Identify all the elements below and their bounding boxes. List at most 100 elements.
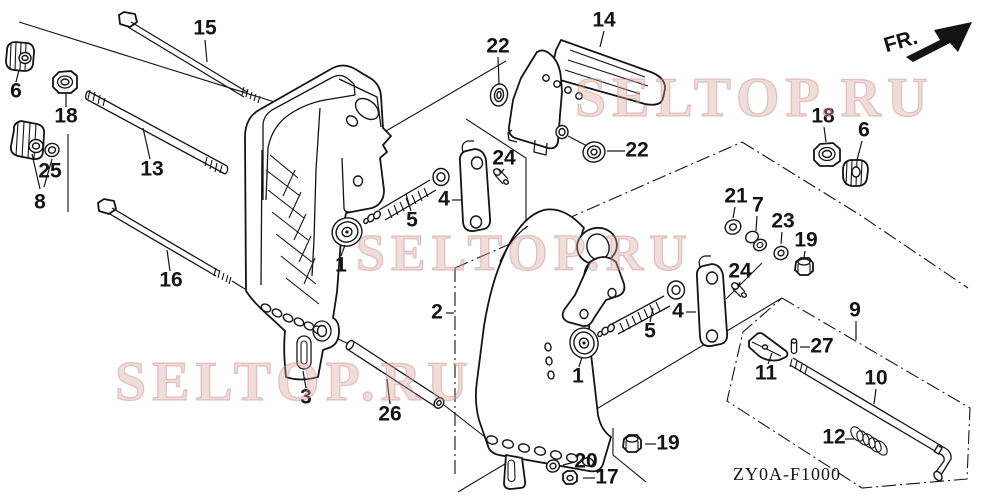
part-leader-21-20 [732,206,736,219]
pivot-tube-26 [345,339,445,409]
part-label-7-21: 7 [752,194,764,217]
nut-18-right [813,142,841,167]
part-label-23-22: 23 [771,210,794,233]
part-leader-7-21 [755,215,758,232]
bracket-arm [561,256,626,327]
part-leader-5-8 [405,193,412,212]
part-label-24-10: 24 [492,147,516,170]
pin-24-left [492,168,510,185]
part-leader-1-17 [578,356,583,368]
bracket-face-holes [544,342,555,380]
washer-25 [44,142,60,158]
spring-12 [850,426,888,456]
fasteners [5,11,952,485]
part-label-12-31: 12 [822,426,845,449]
mount-grommet-1-right [569,327,599,359]
part-label-9-27: 9 [849,299,861,322]
part-leader-6-0 [15,69,20,83]
part-label-6-0: 6 [10,80,22,103]
part-label-11-29: 11 [755,362,778,385]
diagram-code: ZY0A-F1000 [733,464,841,484]
tilt-rod-panel-boundary [726,297,971,489]
part-label-17-34: 17 [595,466,618,489]
part-label-1-7: 1 [335,254,347,277]
grommet-22-left [489,83,509,107]
part-leader-24-10 [500,168,505,174]
adjust-rod-5-left [363,167,450,225]
adjust-rod-5-right [597,280,686,338]
part-leader-10-30 [873,388,877,405]
anchor-bolt-holes [542,74,583,100]
washer-23 [773,245,789,261]
part-leader-22-11 [497,56,500,85]
part-label-22-11: 22 [486,35,509,58]
cap-nut-6-right [842,159,869,187]
part-leader-20-33 [562,461,576,466]
part-label-13-3: 13 [140,158,163,181]
bolt-16 [97,198,232,285]
part-label-5-18: 5 [644,320,656,343]
washer-21 [724,219,742,235]
wedge-11 [748,332,789,362]
swivel-anchor-block [507,39,666,156]
bracket-mount-hole [354,97,380,121]
part-label-15-2: 15 [193,17,217,40]
part-leader-19-23 [803,250,806,259]
nut-17 [562,470,578,485]
part-leader-5-18 [649,307,654,323]
spring-washer-7 [744,230,768,252]
mount-grommet-1-left [331,217,363,247]
part-label-14-12: 14 [592,9,616,32]
part-leader-6-26 [856,140,863,161]
link-arm-4-right [695,255,729,347]
part-label-27-28: 27 [810,335,833,358]
part-leader-3-15 [302,370,307,389]
part-label-18-1: 18 [54,105,78,128]
part-label-8-5: 8 [34,191,46,214]
part-label-25-4: 25 [38,160,62,183]
cap-nut-19-right [794,257,814,276]
part-label-3-15: 3 [300,386,312,409]
part-leader-1-7 [340,244,346,257]
part-label-4-19: 4 [672,300,684,323]
stud-13 [85,89,229,175]
bracket-foot-holes-right [485,435,595,467]
part-leader-23-22 [780,231,783,245]
stern-bracket-left [244,64,392,381]
part-leader-26-16 [386,378,391,405]
part-label-10-30: 10 [864,367,887,390]
part-label-20-33: 20 [574,450,597,473]
bushing-8 [9,120,46,161]
part-leader-14-12 [599,30,605,48]
part-label-6-26: 6 [858,119,870,142]
grommet-22-right [582,141,606,163]
part-leader-11-29 [767,352,773,365]
part-label-2-14: 2 [431,301,443,324]
part-label-24-24: 24 [728,260,752,283]
fr-direction-arrow [906,22,972,62]
part-leader-16-6 [166,249,171,272]
nut-18-left [52,70,78,94]
part-label-18-25: 18 [811,105,835,128]
part-leader-24-24 [738,281,741,287]
cap-nut-6-left [5,41,35,72]
washer-20 [545,459,561,473]
part-label-22-13: 22 [625,139,648,162]
part-label-5-8: 5 [406,209,418,232]
part-label-21-20: 21 [724,185,748,208]
tilt-rod-10 [789,357,952,482]
part-leader-8-5 [31,153,41,190]
part-leader-13-3 [142,127,151,160]
pin-24-right [730,282,748,298]
part-label-19-23: 19 [794,229,817,252]
part-label-4-9: 4 [438,188,450,211]
part-leader-25-4 [43,158,53,188]
part-label-1-17: 1 [572,365,584,388]
part-leader-15-2 [204,39,208,63]
stern-bracket-right [474,208,626,490]
bolt-15 [118,11,261,104]
part-leader-18-25 [823,126,827,143]
